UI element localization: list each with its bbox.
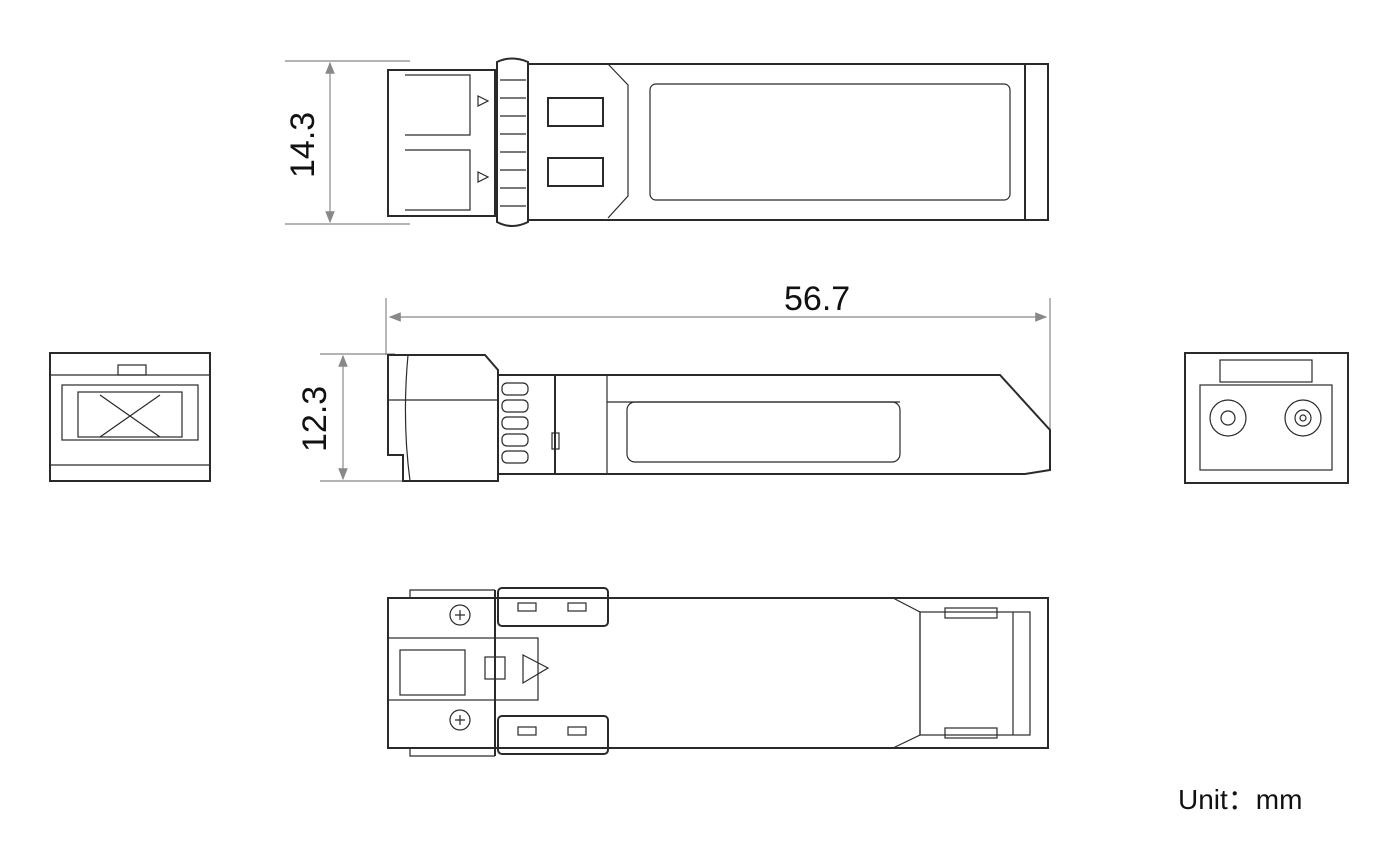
length-dimension-label: 56.7 [784,280,851,318]
side-height-dimension-label: 12.3 [296,385,334,452]
top-view [285,57,1049,227]
side-view [320,298,1051,482]
front-view-right [1184,352,1349,484]
bottom-view [387,587,1049,757]
height-dimension-label: 14.3 [284,111,322,178]
unit-label: Unit：mm [1178,784,1303,815]
front-view-left [49,352,211,482]
